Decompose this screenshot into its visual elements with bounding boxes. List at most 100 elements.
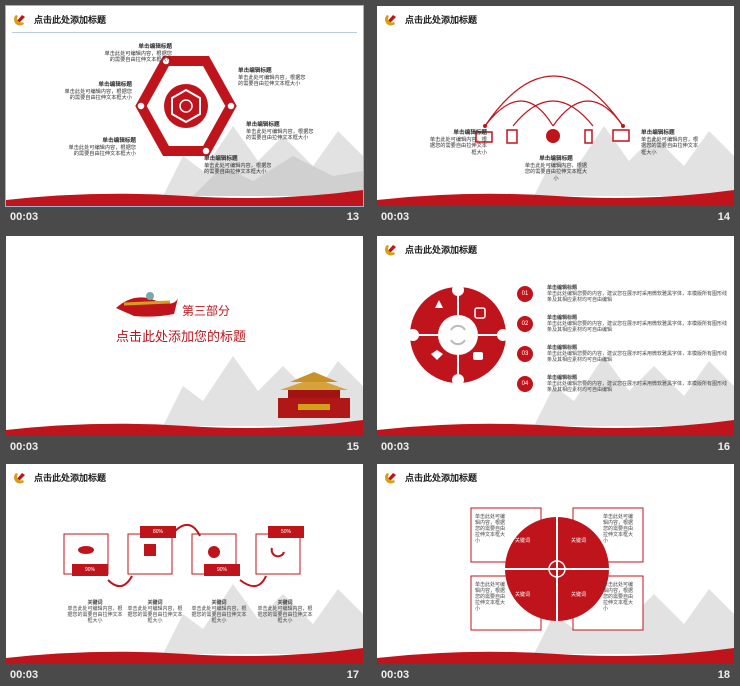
- red-ribbon-wave: [6, 648, 363, 664]
- cycle-icon: [548, 560, 566, 578]
- text-block-2[interactable]: 单击编辑标题单击此处可编辑内容，根据您的需要自由拉伸文本框大小: [238, 68, 310, 88]
- slide-duration: 00:03: [381, 441, 410, 453]
- ink-mountains: [163, 126, 363, 196]
- item-head: 单击编辑标题: [547, 285, 578, 291]
- text-block-1[interactable]: 单击编辑标题单击此处可编辑内容，根据您的需要自由拉伸文本框大小: [102, 44, 172, 64]
- people-icon: [473, 352, 483, 360]
- text-body: 单击此处可编辑内容，根据您的需要自由拉伸文本框大小: [104, 50, 172, 64]
- number-badge: 01: [517, 286, 533, 302]
- gear-icon: [208, 546, 220, 558]
- phone-icon: [584, 129, 593, 144]
- text-block-center[interactable]: 单击编辑标题单击此处可编辑内容，根据您的需要自由拉伸文本框大小: [523, 156, 589, 182]
- slide-thumb-14[interactable]: 点击此处添加标题 单击编辑标题单击此处可编辑内容，根据您的需要自由拉伸文本框大小…: [377, 6, 734, 228]
- slide-meta: 00:03 17: [6, 664, 363, 686]
- device-arc-diagram: [475, 75, 630, 144]
- slide-title: 点击此处添加标题: [34, 14, 107, 25]
- slide-number: 16: [717, 441, 730, 453]
- camera-icon: [474, 307, 486, 319]
- slide-14[interactable]: 点击此处添加标题 单击编辑标题单击此处可编辑内容，根据您的需要自由拉伸文本框大小…: [377, 6, 734, 206]
- text-block-5[interactable]: 单击编辑标题单击此处可编辑内容，根据您的需要自由拉伸文本框大小: [66, 138, 136, 158]
- text-body: 单击此处可编辑内容，根据您的需要自由拉伸文本框大小: [238, 74, 306, 88]
- slide-thumb-17[interactable]: 点击此处添加标题 90% 80% 90% 50% 关键词单击此处可编辑内容，根据…: [6, 464, 363, 686]
- globe-icon: [546, 129, 560, 143]
- keyword-head: 关键词: [87, 600, 103, 606]
- text-block-4[interactable]: 单击编辑标题单击此处可编辑内容，根据您的需要自由拉伸文本框大小: [246, 122, 318, 142]
- slide-duration: 00:03: [10, 441, 39, 453]
- slide-meta: 00:03 14: [377, 206, 734, 228]
- slide-meta: 00:03 16: [377, 436, 734, 458]
- quadrant-text[interactable]: 单击此处可编辑内容，根据您的需要自由拉伸文本框大小: [603, 514, 634, 544]
- slide-thumb-13[interactable]: 点击此处添加标题 单击编辑标题单击此处可编辑内容，根据您的需要自由拉伸文本框大小…: [5, 5, 364, 228]
- slide-17[interactable]: 点击此处添加标题 90% 80% 90% 50% 关键词单击此处可编辑内容，根据…: [6, 464, 363, 664]
- text-body: 单击此处可编辑内容，根据您的需要自由拉伸文本框大小: [429, 136, 487, 156]
- percent-label: 90%: [216, 567, 227, 573]
- percent-label: 90%: [84, 567, 95, 573]
- item-body: 单击此处编辑您要的内容，建议您在展示时采用微软雅黑字体，本模版所有图形线条及其相…: [547, 351, 728, 363]
- ink-mountains: [534, 356, 734, 426]
- tree-icon: [435, 300, 443, 308]
- ink-mountains: [163, 584, 363, 654]
- keyword-text[interactable]: 关键词单击此处可编辑内容，根据您的需要自由拉伸文本框大小: [66, 600, 124, 624]
- item-text: 单击编辑标题单击此处编辑您要的内容，建议您在展示时采用微软雅黑字体，本模版所有图…: [547, 375, 731, 393]
- quadrant-keyword: 关键词: [515, 592, 531, 598]
- keyword-body: 单击此处可编辑内容，根据您的需要自由拉伸文本框大小: [191, 606, 247, 624]
- laptop-icon: [475, 131, 493, 143]
- slide-thumb-16[interactable]: 点击此处添加标题 01 单击编辑标题单击此处编辑您要的内容，建议您在展示时采用微…: [377, 236, 734, 458]
- ink-mountains: [534, 126, 734, 196]
- slide-header: 点击此处添加标题: [383, 470, 477, 484]
- quadrant-text[interactable]: 单击此处可编辑内容，根据您的需要自由拉伸文本框大小: [475, 582, 506, 612]
- slide-title: 点击此处添加标题: [405, 472, 478, 483]
- text-block-3[interactable]: 单击编辑标题单击此处可编辑内容，根据您的需要自由拉伸文本框大小: [62, 82, 132, 102]
- text-head: 单击编辑标题: [238, 68, 272, 74]
- red-ribbon-wave: [6, 420, 363, 436]
- text-head: 单击编辑标题: [453, 130, 487, 136]
- slide-number: 17: [346, 669, 359, 681]
- section-part-label: 第三部分: [182, 304, 231, 318]
- text-head: 单击编辑标题: [246, 122, 280, 128]
- quadrant-text[interactable]: 单击此处可编辑内容，根据您的需要自由拉伸文本框大小: [475, 514, 506, 544]
- quadrant-text[interactable]: 单击此处可编辑内容，根据您的需要自由拉伸文本框大小: [603, 582, 634, 612]
- slide-header: 点击此处添加标题: [12, 12, 106, 26]
- percent-label: 50%: [280, 529, 291, 535]
- hexagon-cycle-diagram: [135, 56, 237, 156]
- slide-duration: 00:03: [381, 211, 410, 223]
- slide-title: 点击此处添加标题: [34, 472, 107, 483]
- party-emblem-icon: [384, 15, 396, 26]
- text-head: 单击编辑标题: [98, 82, 132, 88]
- text-block-right[interactable]: 单击编辑标题单击此处可编辑内容，根据您的需要自由拉伸文本框大小: [641, 130, 703, 156]
- red-ribbon-wave: [377, 420, 734, 436]
- text-head: 单击编辑标题: [641, 130, 675, 136]
- red-ribbon-wave: [377, 190, 734, 206]
- party-emblem-icon: [384, 245, 396, 256]
- number-badge: 02: [517, 316, 533, 332]
- keyword-text[interactable]: 关键词单击此处可编辑内容，根据您的需要自由拉伸文本框大小: [126, 600, 184, 624]
- text-block-6[interactable]: 单击编辑标题单击此处可编辑内容，根据您的需要自由拉伸文本框大小: [204, 156, 276, 176]
- slide-number: 14: [717, 211, 730, 223]
- keyword-text[interactable]: 关键词单击此处可编辑内容，根据您的需要自由拉伸文本框大小: [190, 600, 248, 624]
- refresh-icon: [450, 324, 466, 346]
- text-block-left[interactable]: 单击编辑标题单击此处可编辑内容，根据您的需要自由拉伸文本框大小: [427, 130, 487, 156]
- text-head: 单击编辑标题: [102, 138, 136, 144]
- puzzle-ring-diagram: [407, 284, 509, 386]
- keyword-body: 单击此处可编辑内容，根据您的需要自由拉伸文本框大小: [257, 606, 313, 624]
- slide-title: 点击此处添加标题: [405, 244, 478, 255]
- text-body: 单击此处可编辑内容，根据您的需要自由拉伸文本框大小: [68, 144, 136, 158]
- slide-18[interactable]: 点击此处添加标题 关键词 关键词 关键词 关键词 单击此处可编辑内容，根据您的需…: [377, 464, 734, 664]
- tiananmen-gate-image: [278, 372, 350, 418]
- slide-15[interactable]: 第三部分 点击此处添加您的标题: [6, 236, 363, 436]
- keyword-body: 单击此处可编辑内容，根据您的需要自由拉伸文本框大小: [127, 606, 183, 624]
- keyword-text[interactable]: 关键词单击此处可编辑内容，根据您的需要自由拉伸文本框大小: [256, 600, 314, 624]
- slide-number: 18: [717, 669, 730, 681]
- slide-duration: 00:03: [10, 669, 39, 681]
- slide-13[interactable]: 点击此处添加标题 单击编辑标题单击此处可编辑内容，根据您的需要自由拉伸文本框大小…: [5, 5, 364, 207]
- red-ribbon-wave: [377, 648, 734, 664]
- slide-thumb-18[interactable]: 点击此处添加标题 关键词 关键词 关键词 关键词 单击此处可编辑内容，根据您的需…: [377, 464, 734, 686]
- undo-icon: [270, 547, 285, 558]
- text-head: 单击编辑标题: [539, 156, 573, 162]
- text-head: 单击编辑标题: [138, 44, 172, 50]
- slide-16[interactable]: 点击此处添加标题 01 单击编辑标题单击此处编辑您要的内容，建议您在展示时采用微…: [377, 236, 734, 436]
- party-emblem-icon: [384, 473, 396, 484]
- item-text: 单击编辑标题单击此处编辑您要的内容，建议您在展示时采用微软雅黑字体，本模版所有图…: [547, 345, 731, 363]
